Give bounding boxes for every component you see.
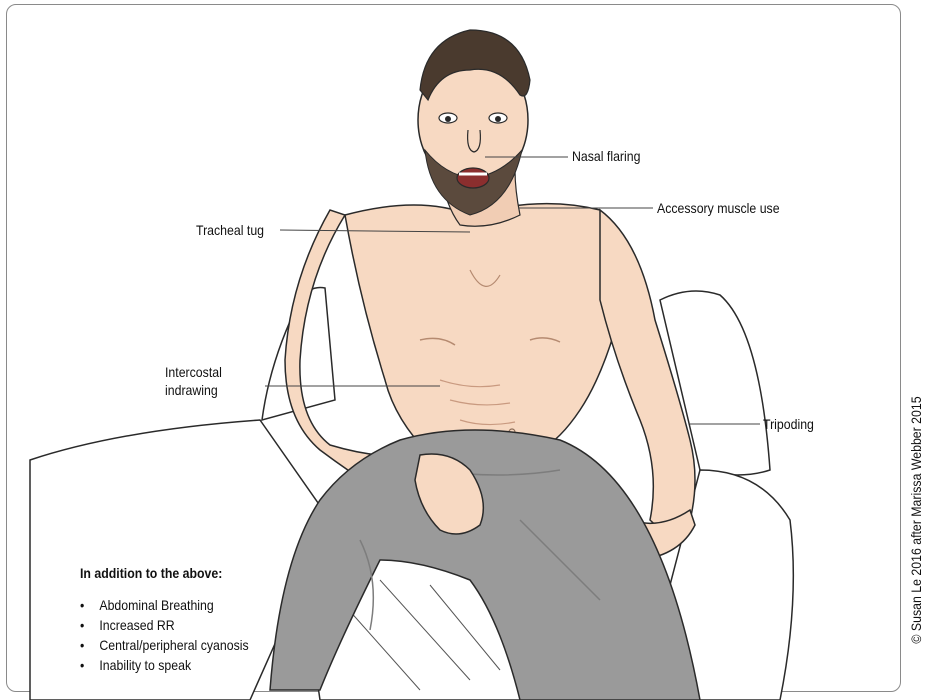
label-nasal-flaring: Nasal flaring: [572, 147, 640, 165]
list-item-text: Inability to speak: [99, 657, 191, 673]
label-tracheal-tug: Tracheal tug: [196, 221, 264, 239]
list-item: •Inability to speak: [80, 655, 249, 675]
additional-signs-note: In addition to the above: •Abdominal Bre…: [80, 565, 272, 675]
list-item: •Central/peripheral cyanosis: [80, 635, 249, 655]
list-item-text: Increased RR: [99, 617, 174, 633]
list-item-text: Central/peripheral cyanosis: [99, 637, 248, 653]
label-accessory-muscle-use: Accessory muscle use: [657, 199, 780, 217]
torso: [345, 204, 616, 455]
note-title: In addition to the above:: [80, 565, 249, 581]
list-item: •Increased RR: [80, 615, 249, 635]
label-intercostal-line1: Intercostal: [165, 363, 222, 381]
copyright-credit: © Susan Le 2016 after Marissa Webber 201…: [908, 396, 924, 643]
label-tripoding: Tripoding: [763, 415, 814, 433]
list-item: •Abdominal Breathing: [80, 595, 249, 615]
label-intercostal-line2: indrawing: [165, 381, 218, 399]
list-item-text: Abdominal Breathing: [99, 597, 213, 613]
signs-list: •Abdominal Breathing •Increased RR •Cent…: [80, 595, 272, 675]
